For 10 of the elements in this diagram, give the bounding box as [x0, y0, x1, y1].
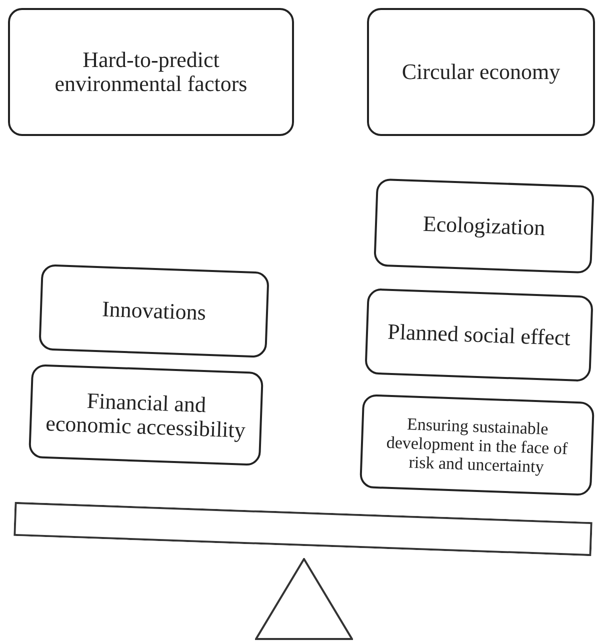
box-label: Ensuring sustainable development in the face of risk and uncertainty — [385, 413, 569, 478]
text-box — [367, 8, 595, 136]
fulcrum-triangle — [255, 558, 353, 640]
box-label: Hard-to-predict environmental factors — [54, 48, 248, 96]
box-label: Planned social effect — [387, 320, 571, 350]
box-label: Ecologization — [422, 212, 546, 240]
box-label: Innovations — [102, 297, 206, 325]
box-label: Financial and economic accessibility — [44, 387, 247, 443]
text-box — [8, 8, 294, 136]
box-label: Circular economy — [402, 60, 560, 84]
